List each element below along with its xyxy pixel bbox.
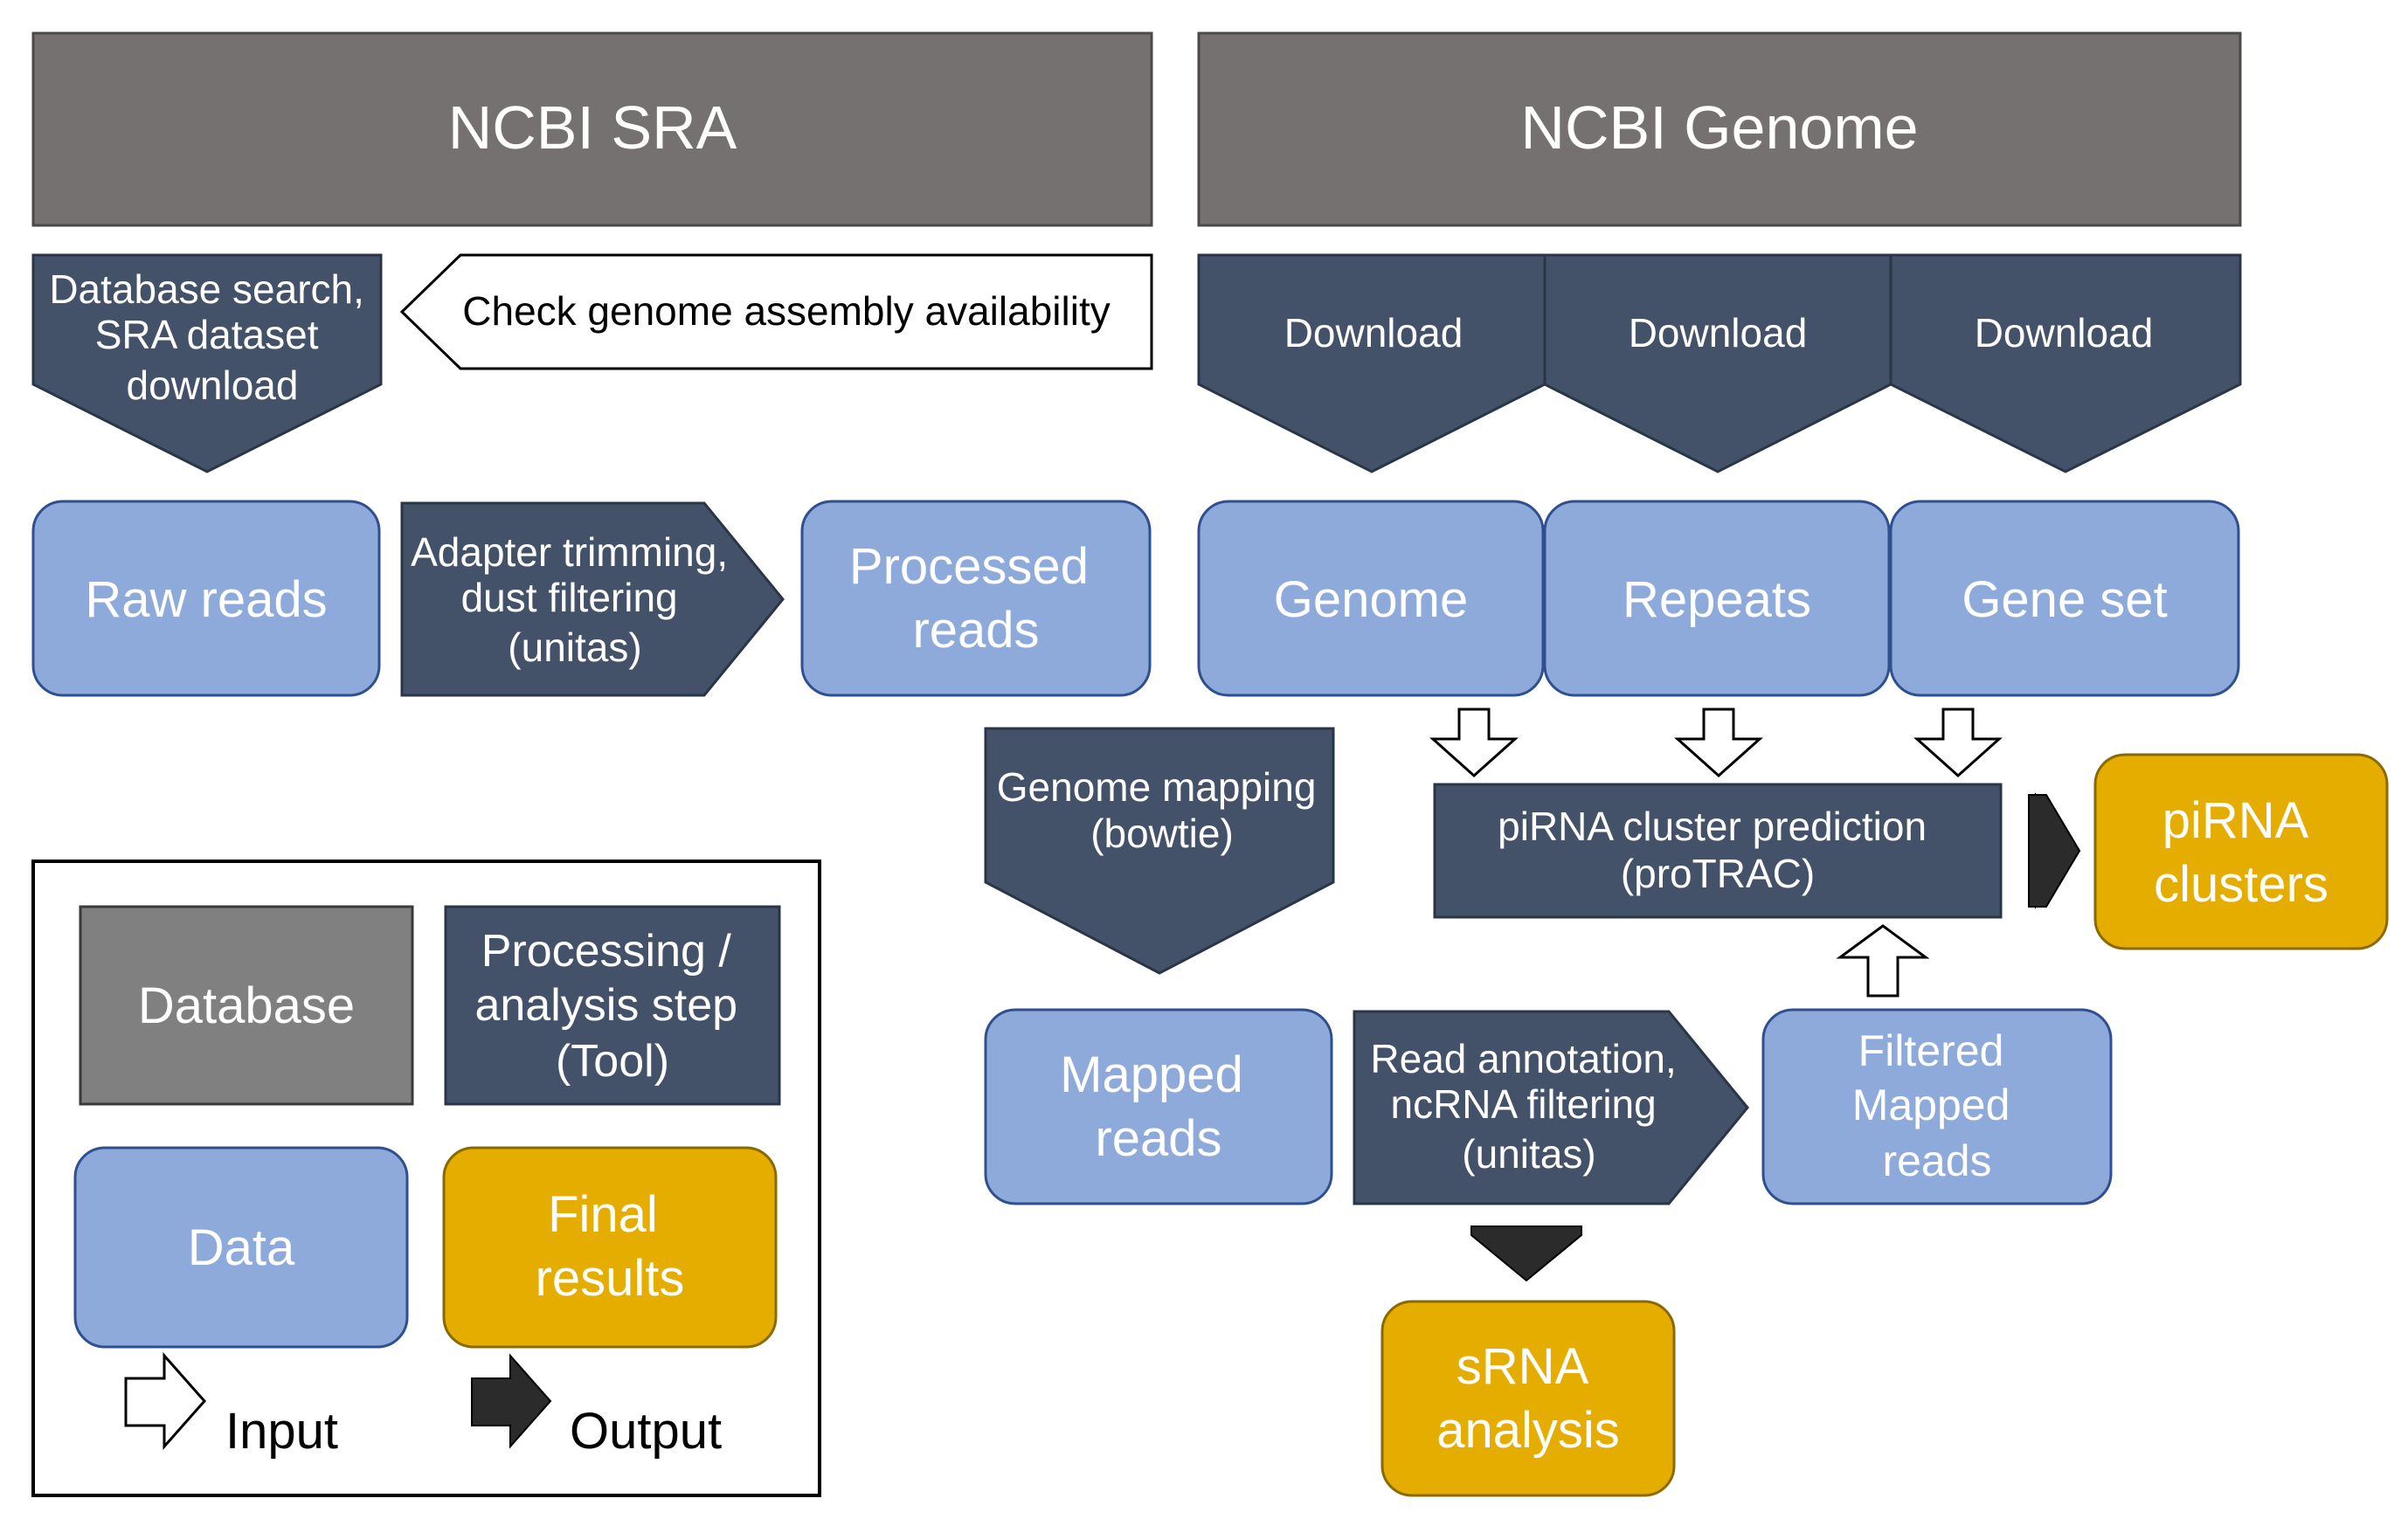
ncbi-genome-label: NCBI Genome [1520, 93, 1918, 162]
processed-reads-line-2: reads [912, 602, 1039, 659]
mapped-reads-line-2: reads [1095, 1110, 1221, 1167]
download-label-1: Download [1284, 310, 1463, 356]
processed-reads-node: Processed reads [800, 500, 1152, 697]
download-step-repeats: Download [1543, 253, 1892, 473]
legend-final: Final results [442, 1146, 778, 1349]
check-genome-label: Check genome assembly availability [462, 288, 1110, 334]
database-search-step: Database search, SRA dataset download [31, 253, 383, 473]
legend-database-label: Database [138, 977, 355, 1034]
svg-text:Processed reads: Processed reads [849, 538, 1103, 659]
legend-input: Input [124, 1352, 338, 1460]
legend: Database Processing / analysis step (Too… [31, 860, 821, 1497]
raw-reads-label: Raw reads [85, 571, 327, 628]
repeats-node: Repeats [1543, 500, 1891, 697]
pirna-prediction-line-2: (proTRAC) [1621, 851, 1815, 896]
download-label-3: Download [1975, 310, 2154, 356]
input-arrow-filtered [1836, 924, 1930, 998]
output-arrow-pirna [2028, 792, 2081, 909]
adapter-line-3: (unitas) [508, 625, 641, 670]
legend-final-line-2: results [536, 1250, 685, 1307]
ncbi-genome-database: NCBI Genome [1197, 31, 2242, 227]
srna-analysis-node: sRNA analysis [1380, 1300, 1676, 1497]
svg-text:Adapter trimming, dust f: Adapter trimming, dust filtering (unitas… [411, 529, 739, 670]
svg-text:piRNA clusters: piRNA clusters [2154, 792, 2328, 913]
legend-step-line-3: (Tool) [556, 1036, 669, 1087]
check-genome-step: Check genome assembly availability [399, 253, 1153, 370]
legend-final-line-1: Final [548, 1186, 658, 1243]
filtered-line-2: Mapped [1852, 1081, 2010, 1129]
gene-set-label: Gene set [1962, 571, 2167, 628]
read-annotation-line-3: (unitas) [1462, 1131, 1595, 1177]
svg-text:sRNA analysis: sRNA analysis [1436, 1338, 1620, 1459]
srna-analysis-line-2: analysis [1436, 1402, 1620, 1459]
genome-mapping-step: Genome mapping (bowtie) [984, 727, 1335, 975]
svg-text:Filtered Mapped re: Filtered Mapped reads [1852, 1026, 2023, 1185]
download-step-genome: Download [1197, 253, 1547, 473]
legend-data-label: Data [188, 1219, 295, 1276]
gene-set-node: Gene set [1889, 500, 2240, 697]
pirna-clusters-line-1: piRNA [2162, 792, 2309, 849]
ncbi-sra-label: NCBI SRA [448, 93, 737, 162]
legend-step-line-2: analysis step [474, 980, 737, 1031]
legend-step-line-1: Processing / [481, 926, 732, 977]
input-arrow-repeats [1674, 708, 1763, 778]
filtered-line-3: reads [1882, 1136, 1991, 1185]
svg-text:Read annotation, ncRNA f: Read annotation, ncRNA filtering (unitas… [1370, 1036, 1687, 1177]
legend-database: Database [79, 905, 414, 1106]
mapped-reads-line-1: Mapped [1060, 1046, 1243, 1103]
pirna-clusters-line-2: clusters [2154, 856, 2328, 913]
svg-text:Mapped reads: Mapped reads [1060, 1046, 1257, 1167]
adapter-line-1: Adapter trimming, [411, 529, 728, 575]
svg-text:Genome mapping (bowtie): Genome mapping (bowtie) [997, 764, 1327, 856]
db-search-line-2: SRA dataset [95, 312, 319, 357]
srna-analysis-line-1: sRNA [1457, 1338, 1589, 1395]
pirna-prediction-step: piRNA cluster prediction (proTRAC) [1433, 783, 2003, 919]
adapter-line-2: dust filtering [461, 575, 678, 620]
repeats-label: Repeats [1623, 571, 1811, 628]
legend-data: Data [73, 1146, 409, 1349]
svg-text:piRNA cluster prediction: piRNA cluster prediction (proTRAC) [1498, 804, 1938, 896]
pirna-prediction-line-1: piRNA cluster prediction [1498, 804, 1927, 849]
read-annotation-line-2: ncRNA filtering [1390, 1081, 1656, 1127]
read-annotation-step: Read annotation, ncRNA filtering (unitas… [1353, 1010, 1749, 1205]
filtered-line-1: Filtered [1858, 1026, 2004, 1075]
filtered-mapped-reads-node: Filtered Mapped reads [1761, 1008, 2113, 1205]
svg-text:Database search, SRA dat: Database search, SRA dataset download [49, 266, 375, 408]
raw-reads-node: Raw reads [31, 500, 381, 697]
legend-step: Processing / analysis step (Tool) [444, 905, 781, 1106]
genome-node: Genome [1197, 500, 1545, 697]
legend-input-label: Input [225, 1403, 338, 1460]
output-arrow-srna [1470, 1226, 1582, 1282]
read-annotation-line-1: Read annotation, [1370, 1036, 1676, 1081]
adapter-trimming-step: Adapter trimming, dust filtering (unitas… [400, 501, 785, 697]
db-search-line-3: download [127, 362, 299, 408]
ncbi-sra-database: NCBI SRA [31, 31, 1153, 227]
genome-label: Genome [1274, 571, 1468, 628]
download-label-2: Download [1629, 310, 1808, 356]
db-search-line-1: Database search, [49, 266, 364, 312]
input-arrow-gene-set [1913, 708, 2003, 778]
mapped-reads-node: Mapped reads [984, 1008, 1333, 1205]
input-arrow-genome [1429, 708, 1519, 778]
download-step-gene-set: Download [1889, 253, 2242, 473]
genome-mapping-line-1: Genome mapping [997, 764, 1317, 810]
svg-text:Final results: Final results [536, 1186, 685, 1307]
legend-output: Output [471, 1353, 722, 1460]
svg-text:Processing / analysis: Processing / analysis step (Tool) [474, 926, 750, 1087]
genome-mapping-line-2: (bowtie) [1090, 811, 1234, 856]
processed-reads-line-1: Processed [849, 538, 1089, 595]
legend-output-label: Output [570, 1403, 722, 1460]
pirna-clusters-node: piRNA clusters [2093, 753, 2389, 950]
